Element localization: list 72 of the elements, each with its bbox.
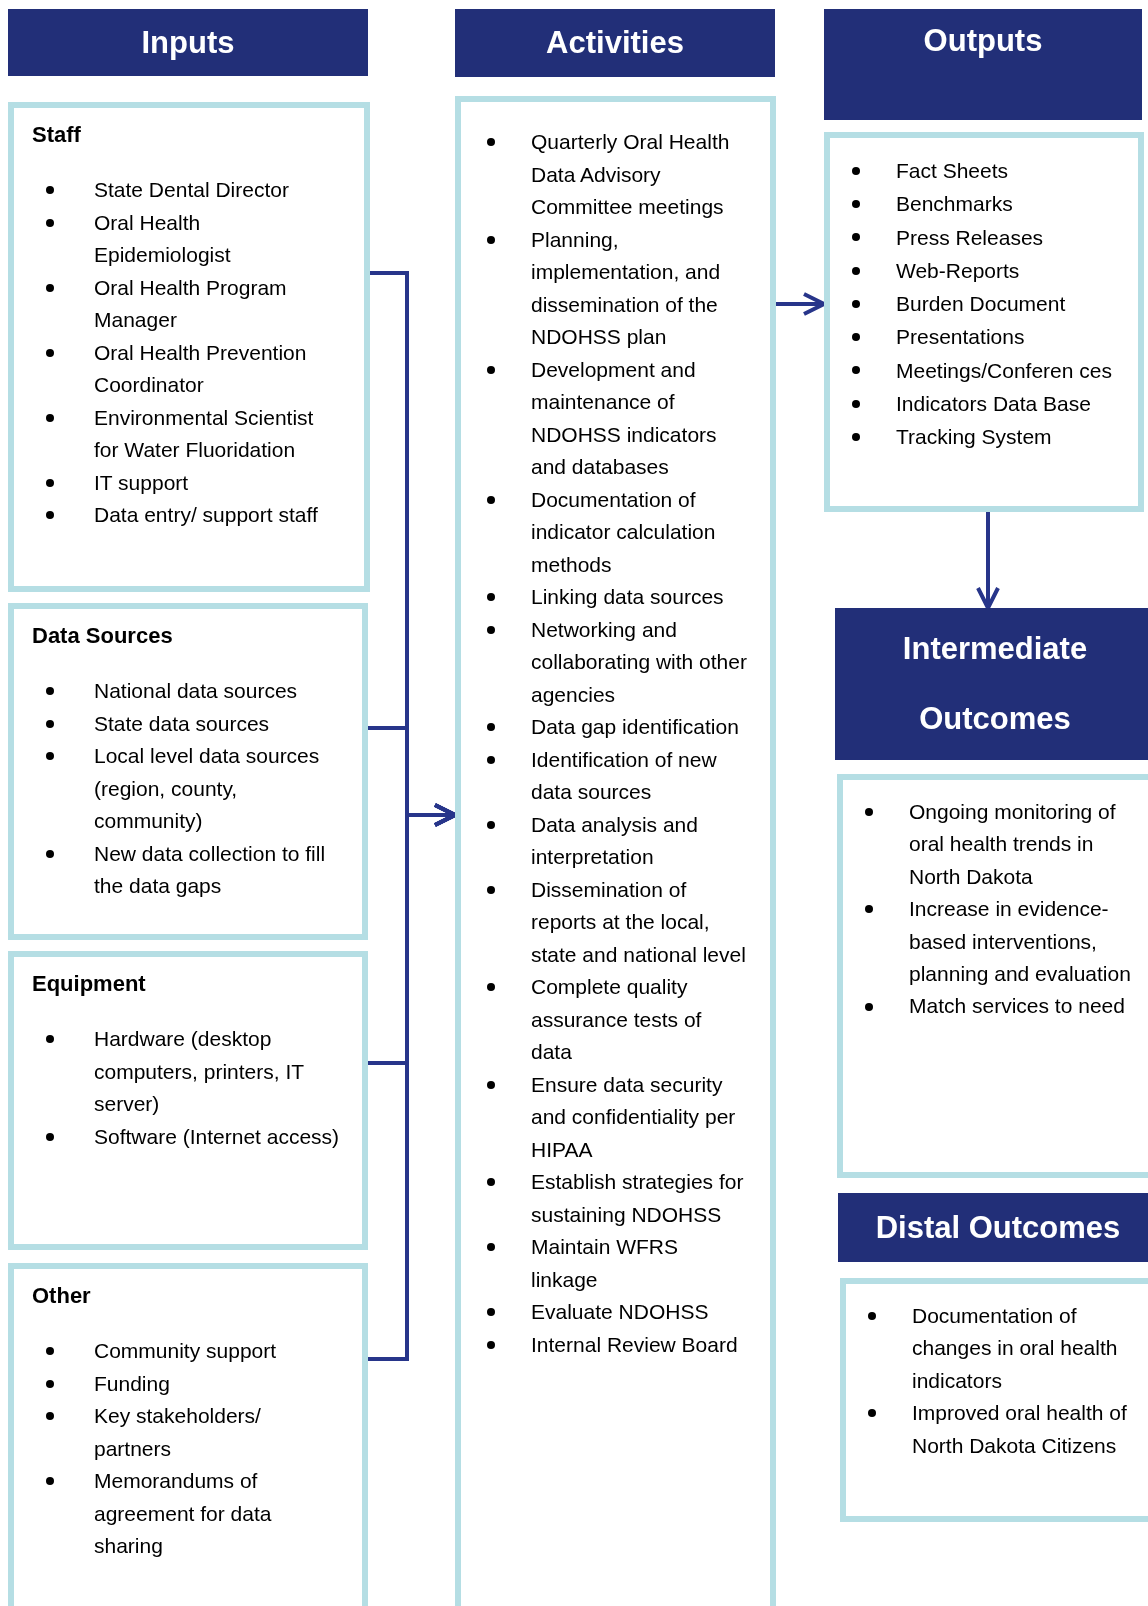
list-item: Data analysis and interpretation [531, 811, 699, 870]
list-item: Ongoing monitoring of oral health trends in North Dakota [909, 799, 1117, 890]
list-item: IT support [94, 469, 190, 496]
connector-arrow [976, 512, 1000, 610]
list-item: Evaluate NDOHSS [531, 1299, 710, 1325]
list-item: Data gap identification [531, 714, 740, 740]
list-item: Fact Sheets [896, 158, 1010, 184]
section-header-bar [838, 1193, 1148, 1262]
box-heading: Other [32, 1283, 92, 1309]
header-title: Activities [546, 25, 684, 61]
list-item: Oral Health Program Manager [94, 274, 288, 333]
list-box [455, 96, 776, 1606]
list-item: Establish strategies for sustaining NDOHSS [531, 1169, 745, 1228]
list-item: Meetings/Conferen ces [896, 357, 1113, 384]
list-item: Planning, implementation, and dissemination of the NDOHSS plan [531, 226, 722, 350]
list-item: Oral Health Prevention Coordinator [94, 339, 308, 398]
list-item: Oral Health Epidemiologist [94, 209, 232, 268]
section-header-bar [835, 608, 1148, 760]
list-box [8, 102, 370, 592]
header-title: Outputs [923, 23, 1043, 59]
list-item: Maintain WFRS linkage [531, 1234, 680, 1293]
connector-arrow [368, 803, 457, 1361]
list-item: Development and maintenance of NDOHSS indicators and databases [531, 356, 718, 480]
list-item: Internal Review Board [531, 1331, 739, 1358]
list-item: Complete quality assurance tests of data [531, 974, 703, 1065]
list-item: Press Releases [896, 224, 1045, 251]
section-header-bar [8, 9, 368, 76]
section-header-bar [455, 9, 775, 77]
list-item: Networking and collaborating with other agencies [531, 616, 748, 708]
list-item: Presentations [896, 324, 1026, 351]
list-item: Ensure data security and confidentiality per HIPAA [531, 1071, 737, 1163]
list-item: Linking data sources [531, 584, 725, 610]
list-item: State Dental Director [94, 177, 290, 203]
list-box [837, 774, 1148, 1178]
header-title: Inputs [141, 24, 235, 61]
list-item: Key stakeholders/ partners [94, 1403, 262, 1462]
list-box [824, 132, 1144, 512]
list-box [8, 603, 368, 940]
list-item: Indicators Data Base [896, 391, 1092, 418]
list-item: Environmental Scientist for Water Fluoridation [94, 404, 315, 463]
list-item: State data sources [94, 710, 271, 737]
list-item: Increase in evidence-based interventions, planning and evaluation [909, 896, 1132, 988]
list-item: Local level data sources (region, county, community) [94, 743, 321, 834]
list-item: National data sources [94, 678, 299, 704]
list-item: Funding [94, 1370, 171, 1397]
list-item: Documentation of indicator calculation methods [531, 486, 717, 578]
list-item: Dissemination of reports at the local, state and national level [531, 876, 747, 968]
connector-arrow [776, 292, 826, 316]
list-item: Hardware (desktop computers, printers, IT server) [94, 1026, 305, 1117]
header-title: Distal Outcomes [875, 1209, 1121, 1246]
list-item: Software (Internet access) [94, 1123, 340, 1150]
list-box [8, 1263, 368, 1606]
list-item: Documentation of changes in oral health indicators [912, 1303, 1119, 1394]
list-item: Data entry/ support staff [94, 502, 319, 528]
list-item: Web-Reports [896, 257, 1021, 284]
list-item: Benchmarks [896, 191, 1014, 218]
box-heading: Data Sources [32, 623, 174, 649]
list-item: Burden Document [896, 291, 1067, 318]
box-heading: Staff [32, 122, 82, 148]
list-item: New data collection to fill the data gaps [94, 840, 327, 899]
box-heading: Equipment [32, 971, 147, 997]
list-item: Identification of new data sources [531, 746, 718, 805]
list-item: Tracking System [896, 424, 1053, 451]
header-title: Intermediate Outcomes [901, 630, 1089, 738]
list-item: Match services to need [909, 993, 1126, 1020]
list-box [8, 951, 368, 1250]
list-item: Improved oral health of North Dakota Citizens [912, 1400, 1128, 1459]
list-item: Community support [94, 1338, 278, 1364]
list-box [840, 1278, 1148, 1522]
list-item: Memorandums of agreement for data sharing [94, 1468, 273, 1559]
section-header-bar [824, 9, 1142, 120]
list-item: Quarterly Oral Health Data Advisory Committee meetings [531, 129, 731, 220]
